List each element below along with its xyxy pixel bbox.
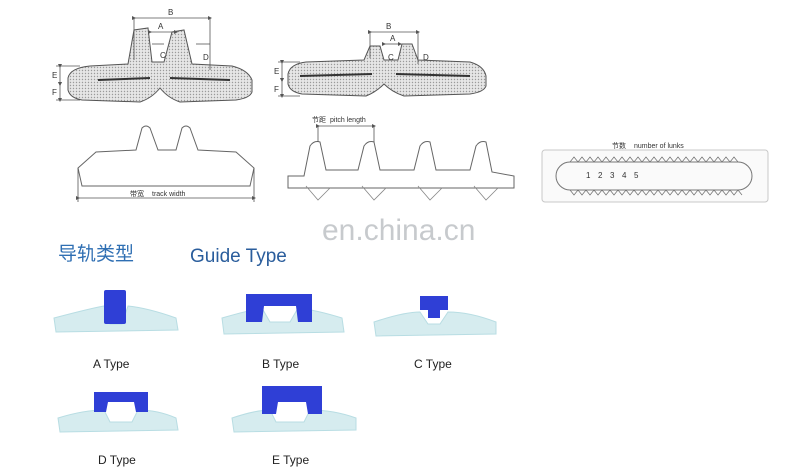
links-label-en: number of lunks (634, 143, 684, 150)
guide-type-d-label: D Type (98, 453, 136, 467)
guide-type-c: C Type (373, 296, 497, 371)
dim-label-a: A (158, 22, 164, 31)
dim-label-e: E (52, 71, 57, 80)
dim-label-f: F (52, 88, 57, 97)
watermark-text: en.china.cn (322, 214, 475, 247)
dim-label-d: D (203, 53, 209, 62)
track-width-label-cn: 带宽 (130, 189, 144, 198)
link-number-1: 1 (586, 171, 591, 180)
dim-label-c: C (388, 53, 394, 62)
dim-label-a: A (390, 34, 396, 43)
guide-type-heading-en: Guide Type (190, 246, 287, 267)
guide-type-e: E Type (231, 386, 357, 467)
guide-type-e-label: E Type (272, 453, 309, 467)
guide-type-d: D Type (57, 392, 179, 467)
guide-block-a (104, 290, 126, 324)
guide-type-c-label: C Type (414, 357, 452, 371)
number-of-links-loop: 节数 number of lunks 1 2 3 4 5 (541, 141, 769, 203)
pitch-length-profile: 节距 pitch length (287, 116, 515, 201)
guide-block-b (246, 294, 312, 322)
guide-type-b: B Type (221, 294, 345, 371)
guide-type-a-label: A Type (93, 357, 130, 371)
link-number-2: 2 (598, 171, 603, 180)
guide-type-b-label: B Type (262, 357, 299, 371)
pitch-label-cn: 节距 (312, 116, 326, 124)
track-width-profile: 带宽 track width (76, 125, 256, 202)
guide-type-heading-cn: 导轨类型 (58, 243, 134, 265)
dim-label-b: B (168, 8, 173, 17)
dim-label-b: B (386, 22, 391, 31)
guide-block-e (262, 386, 322, 414)
link-number-4: 4 (622, 171, 627, 180)
dim-label-f: F (274, 85, 279, 94)
guide-block-c (420, 296, 448, 318)
dim-label-e: E (274, 67, 279, 76)
dim-label-d: D (423, 53, 429, 62)
cross-section-detail-left: B A C D E F (52, 8, 253, 103)
guide-block-d (94, 392, 148, 412)
link-number-3: 3 (610, 171, 615, 180)
links-label-cn: 节数 (612, 141, 626, 150)
dim-label-c: C (160, 51, 166, 60)
cross-section-detail-right: B A C D E F (274, 22, 487, 98)
pitch-label-en: pitch length (330, 117, 366, 124)
link-number-5: 5 (634, 171, 639, 180)
guide-type-a: A Type (53, 290, 179, 371)
track-width-label-en: track width (152, 191, 186, 198)
